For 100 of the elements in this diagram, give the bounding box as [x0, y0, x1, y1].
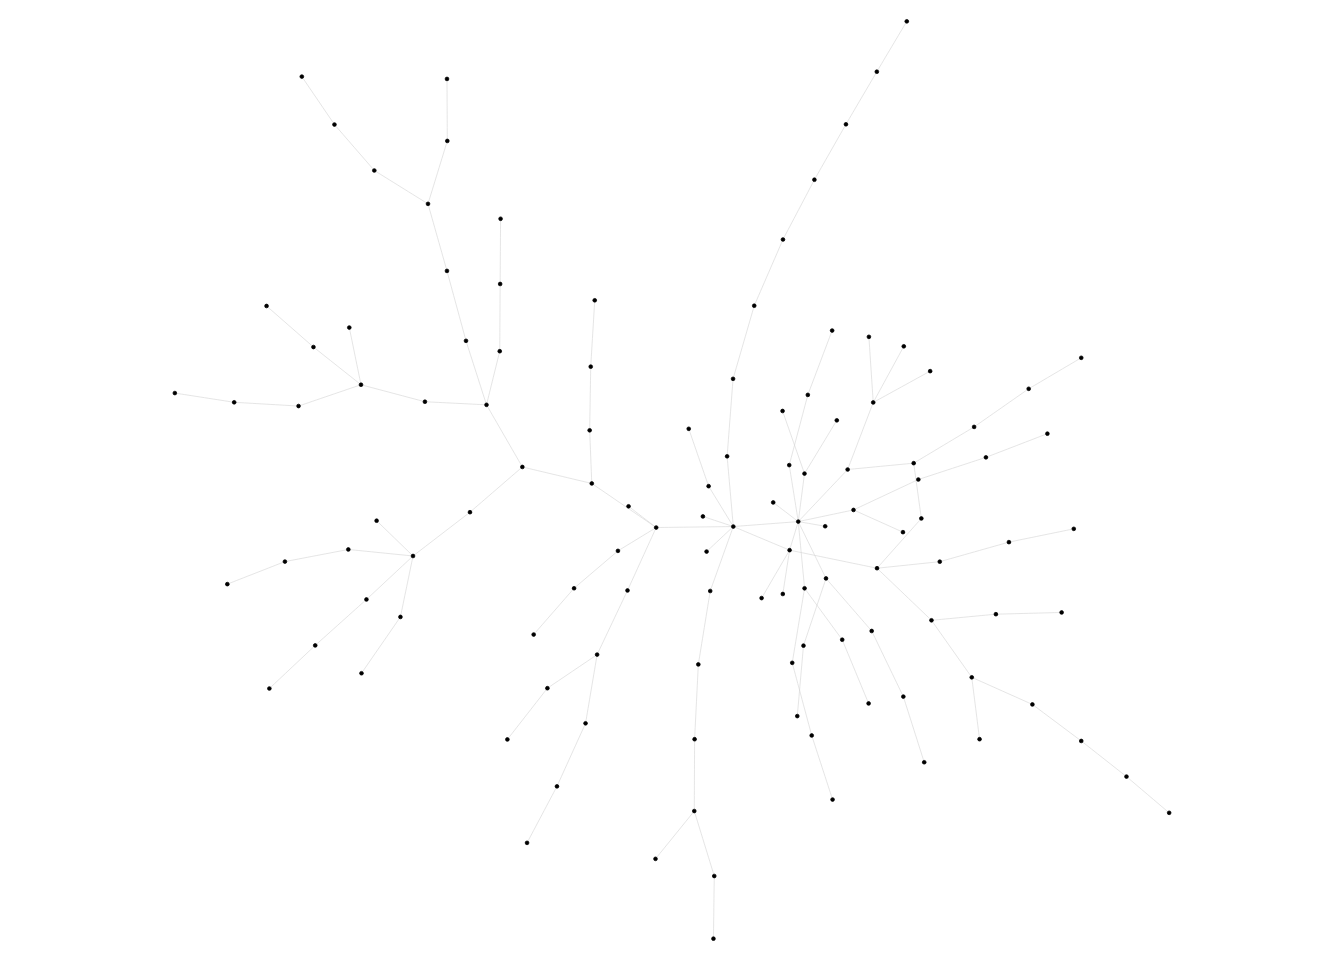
connector [877, 22, 907, 71]
connector [1033, 705, 1080, 741]
connector [428, 142, 448, 203]
connector [487, 406, 522, 466]
connector [689, 430, 709, 485]
node-circle [805, 392, 811, 398]
node-circle [583, 721, 588, 726]
connector [508, 689, 547, 738]
node-circle [937, 559, 942, 564]
connector [932, 621, 971, 676]
node-circle [822, 524, 828, 529]
node-circle [711, 936, 716, 941]
connector [349, 329, 361, 384]
connector [808, 332, 832, 394]
node-circle [686, 426, 691, 432]
connector [975, 389, 1028, 427]
connector [733, 307, 754, 378]
connector [270, 646, 314, 688]
node-circle [724, 454, 730, 459]
node-circle [497, 281, 503, 287]
node-circle [874, 69, 880, 74]
connector [783, 181, 814, 238]
node-circle [520, 464, 525, 470]
node-circle [919, 516, 924, 521]
connector [874, 371, 929, 402]
connector [842, 641, 869, 702]
connector [302, 77, 334, 124]
connector [707, 527, 733, 551]
connector [548, 655, 596, 688]
connector [872, 632, 903, 695]
connector [798, 523, 826, 577]
node-circle [796, 519, 801, 524]
connector [815, 125, 846, 179]
connector [698, 592, 711, 663]
node-circle [444, 268, 450, 274]
node-circle [929, 618, 934, 623]
connector [754, 241, 783, 305]
node-circle [554, 784, 560, 789]
connector [367, 557, 412, 599]
node-circle [359, 671, 364, 676]
node-circle [851, 507, 856, 513]
node-circle [780, 591, 786, 597]
node-circle [901, 344, 907, 349]
node-circle [780, 408, 785, 414]
connector [789, 396, 808, 464]
node-circle [264, 303, 269, 309]
node-circle [172, 390, 178, 396]
node-circle [901, 694, 906, 699]
node-circle [812, 177, 817, 182]
connector [534, 589, 573, 634]
node-circle [802, 586, 807, 591]
connector [762, 551, 789, 597]
node-circle [311, 344, 316, 350]
connector [575, 551, 617, 588]
node-circle [398, 614, 403, 620]
connector [792, 664, 812, 734]
node-circle [347, 325, 352, 330]
node-circle [802, 471, 807, 476]
node-circle [971, 424, 977, 430]
node-circle [977, 736, 982, 742]
connector [527, 787, 557, 842]
connector [789, 523, 798, 549]
connector [176, 393, 233, 403]
connector [557, 724, 586, 785]
connector [524, 467, 591, 484]
node-circle [1166, 810, 1172, 816]
node-circle [839, 637, 845, 642]
connector [913, 464, 922, 517]
connector [789, 466, 799, 521]
node-circle [869, 628, 874, 634]
node-circle [1079, 355, 1084, 361]
node-circle [830, 797, 835, 802]
connector [286, 549, 347, 562]
node-circle [809, 733, 814, 738]
connector [1127, 777, 1168, 812]
connector [447, 272, 466, 340]
connector [920, 457, 985, 480]
connector [915, 427, 973, 463]
node-circle [843, 122, 849, 127]
connector [597, 592, 627, 654]
node-circle [904, 19, 910, 24]
connector [709, 487, 733, 526]
node-circle [592, 298, 597, 303]
node-circle [625, 588, 630, 593]
connector [710, 528, 733, 590]
node-circle [900, 529, 906, 535]
node-circle [704, 549, 709, 554]
node-circle [425, 201, 431, 207]
node-circle [545, 685, 550, 691]
node-circle [626, 504, 631, 509]
node-circle [588, 364, 593, 369]
connector [593, 484, 655, 527]
connector [799, 510, 852, 522]
node-circle [1071, 526, 1076, 532]
node-circle [759, 595, 764, 601]
connector [400, 557, 413, 616]
connector [873, 347, 904, 401]
connector [267, 307, 313, 346]
node-circle [571, 586, 577, 591]
node-circle [911, 460, 916, 466]
